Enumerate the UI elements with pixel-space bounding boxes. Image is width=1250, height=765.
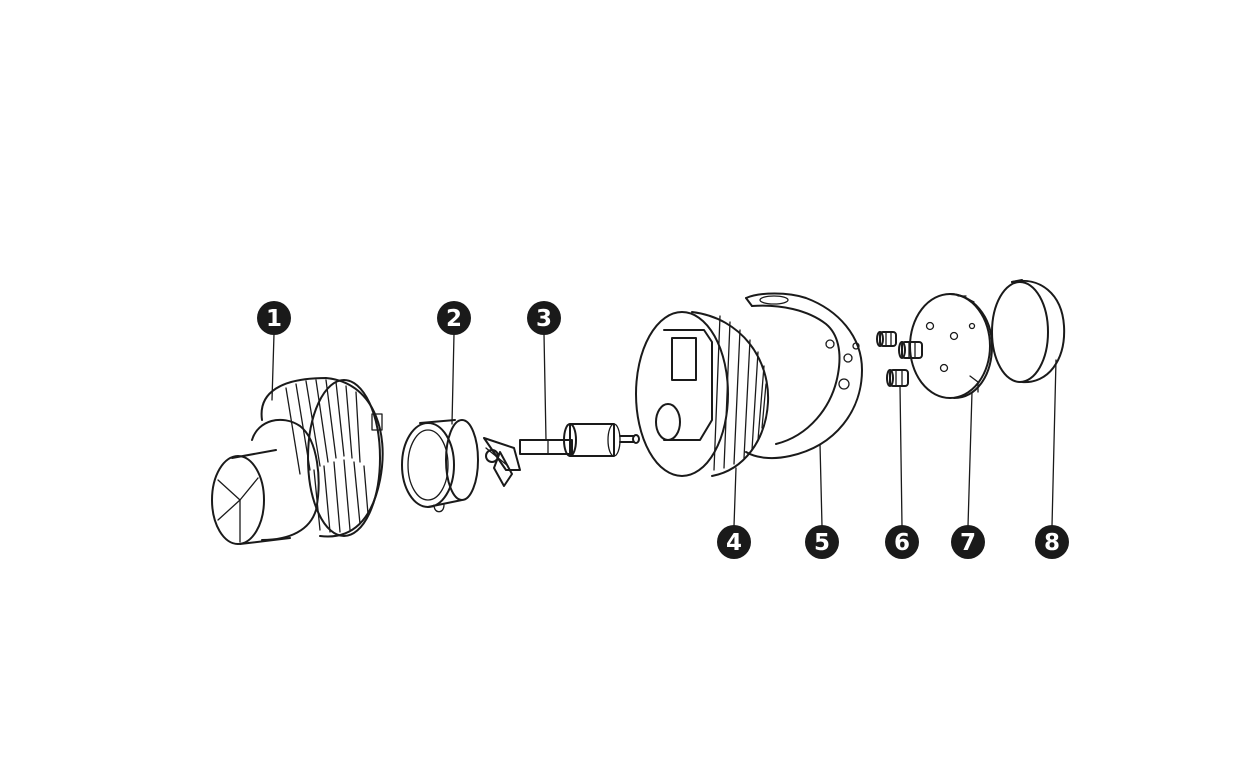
- part-3-impeller-rotor: [483, 423, 640, 487]
- callout-8: 8: [1035, 525, 1069, 559]
- callout-1-label: 1: [266, 306, 282, 332]
- part-7-rear-plate: [909, 293, 993, 399]
- callout-3-label: 3: [536, 306, 552, 332]
- part-1-intake-cage: [211, 377, 384, 545]
- callout-2-label: 2: [446, 306, 462, 332]
- leader-lines: [271, 333, 1057, 527]
- part-8-cover-disc: [991, 279, 1066, 384]
- part-2-sleeve: [401, 419, 479, 513]
- callout-5-label: 5: [814, 530, 830, 556]
- part-6-mounting-studs: [876, 331, 923, 387]
- callout-3: 3: [527, 301, 561, 335]
- callout-8-label: 8: [1044, 530, 1060, 556]
- part-5-magnet-bracket: [745, 292, 863, 460]
- callout-7: 7: [951, 525, 985, 559]
- callout-5: 5: [805, 525, 839, 559]
- callout-4-label: 4: [726, 530, 742, 556]
- callout-2: 2: [437, 301, 471, 335]
- callout-6-label: 6: [894, 530, 910, 556]
- callout-6: 6: [885, 525, 919, 559]
- callout-1: 1: [257, 301, 291, 335]
- part-4-motor-housing: [635, 311, 770, 477]
- callout-7-label: 7: [960, 530, 976, 556]
- callout-4: 4: [717, 525, 751, 559]
